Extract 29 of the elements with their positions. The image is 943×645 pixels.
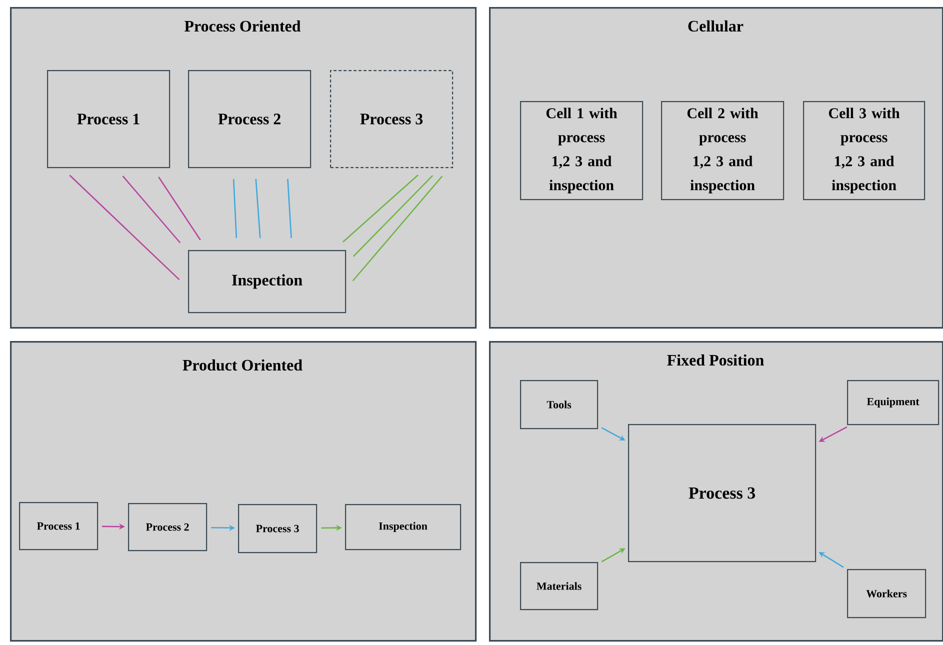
process-box: Materials — [520, 562, 598, 610]
connector-line — [287, 178, 292, 238]
process-box: Process 3 — [238, 504, 318, 554]
process-box: Tools — [520, 380, 598, 430]
cell-box: Cell 1 with process 1,2 3 and inspection — [520, 101, 644, 200]
process-box: Process 2 — [188, 70, 312, 168]
panel-title: Product Oriented — [182, 359, 302, 371]
connector-line — [232, 178, 238, 238]
connector-line — [69, 174, 180, 280]
connector-line — [342, 174, 418, 242]
connector-line — [352, 175, 434, 257]
connector-line — [122, 176, 181, 244]
process-box: Inspection — [188, 250, 346, 314]
cell-box: Cell 3 with process 1,2 3 and inspection — [803, 101, 926, 200]
process-box: Process 3 — [330, 70, 454, 168]
panel-title: Process Oriented — [184, 20, 301, 32]
process-box: Inspection — [345, 504, 462, 550]
cell-box: Cell 2 with process 1,2 3 and inspection — [661, 101, 784, 200]
connector-line — [352, 176, 443, 282]
connector-line — [158, 176, 201, 240]
process-box: Process 2 — [128, 502, 208, 552]
process-box: Equipment — [847, 380, 940, 426]
process-box: Process 3 — [628, 424, 816, 562]
panel-title: Cellular — [688, 20, 744, 32]
process-box: Workers — [847, 568, 926, 618]
process-box: Process 1 — [47, 70, 170, 168]
process-box: Process 1 — [19, 502, 98, 550]
connector-line — [255, 178, 261, 238]
panel-title: Fixed Position — [667, 354, 764, 366]
